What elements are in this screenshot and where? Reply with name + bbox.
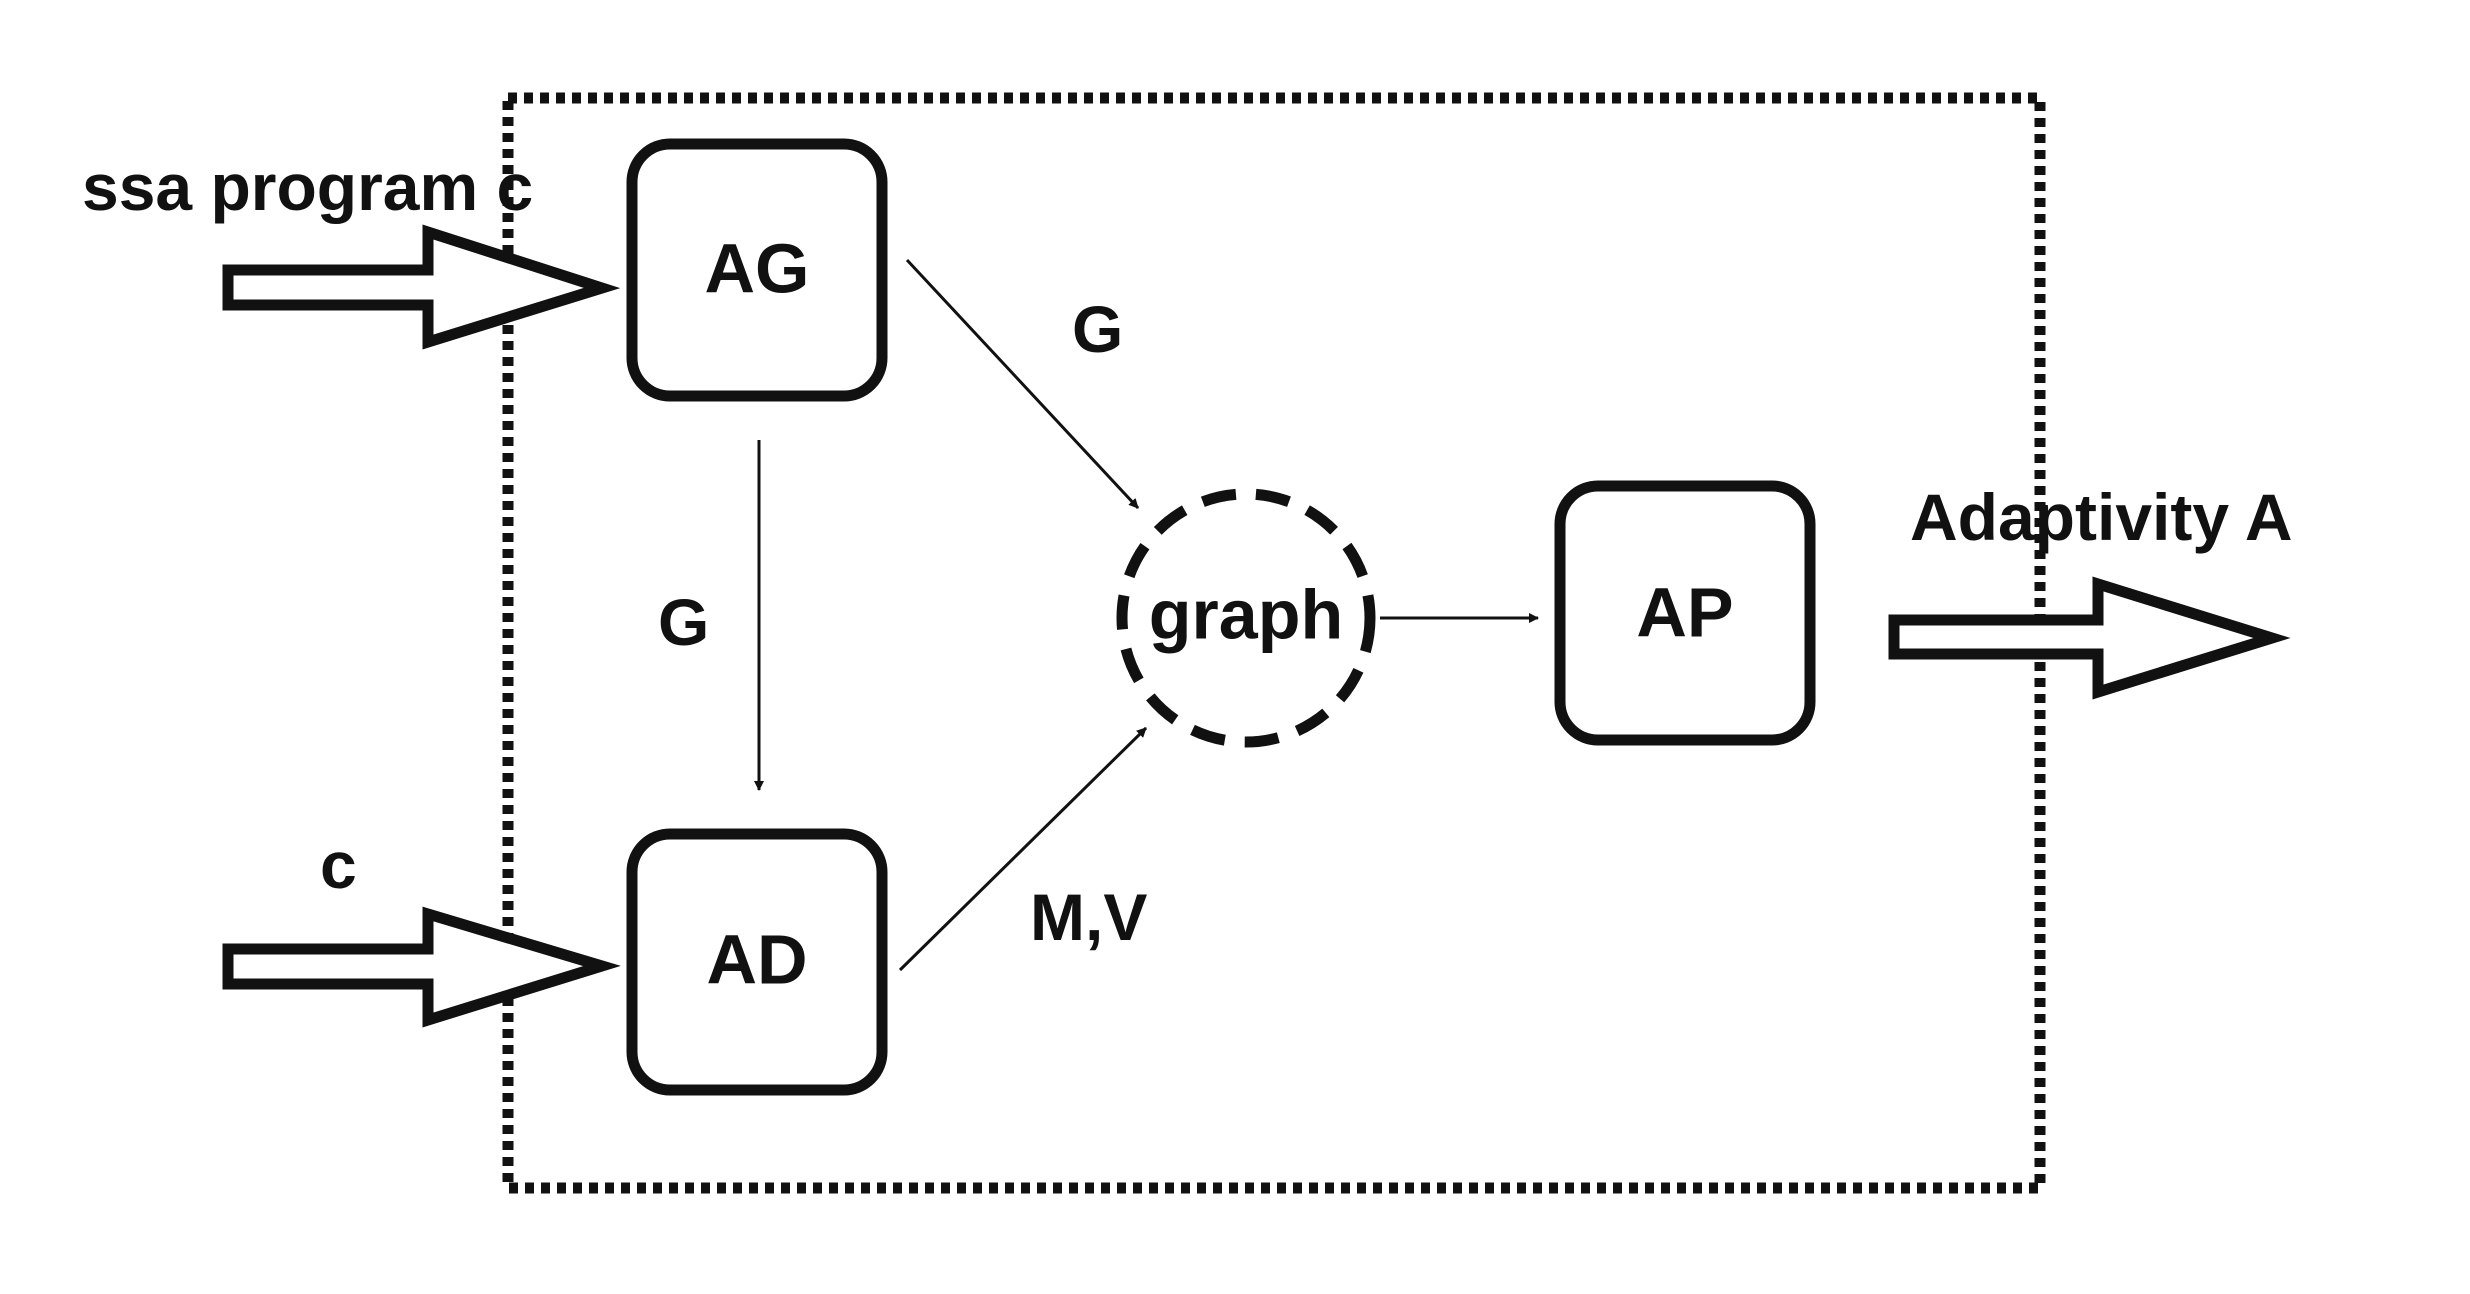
- input-arrow-top: [222, 224, 621, 350]
- input-label-c: c: [320, 828, 357, 902]
- edge-ad-to-graph: [898, 726, 1148, 972]
- node-ag-label: AG: [705, 229, 810, 307]
- edge-label-ad-to-graph: M,V: [1030, 880, 1147, 954]
- input-label-ssa-program: ssa program c: [82, 150, 533, 224]
- node-graph-circle: [1116, 488, 1376, 748]
- output-arrow: [1888, 576, 2291, 700]
- node-ap-box: [1554, 480, 1816, 746]
- output-label-adaptivity: Adaptivity A: [1910, 480, 2293, 554]
- input-arrow-bottom: [222, 906, 621, 1028]
- node-ad-label: AD: [706, 920, 807, 998]
- node-ap-label: AP: [1636, 573, 1733, 651]
- edge-ag-to-graph: [905, 258, 1140, 510]
- node-ag-box: [626, 138, 888, 402]
- node-ad-box: [626, 828, 888, 1096]
- node-graph-label: graph: [1149, 575, 1343, 653]
- edge-label-ag-to-graph: G: [1072, 292, 1123, 366]
- edge-label-ag-to-ad: G: [658, 585, 709, 659]
